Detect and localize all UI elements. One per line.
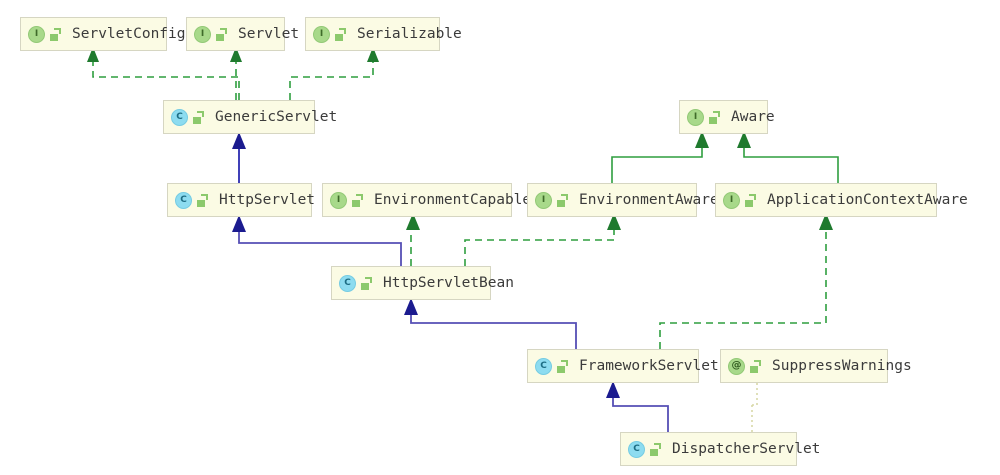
edge-genericservlet-implements-servletconfig — [87, 47, 240, 100]
edge-environmentaware-extends-aware — [611, 131, 709, 183]
public-icon — [650, 442, 662, 456]
node-icon-group: C — [175, 191, 209, 209]
node-label: DispatcherServlet — [672, 441, 821, 457]
interface-icon: I — [687, 108, 704, 126]
node-icon-group: I — [28, 25, 62, 43]
public-icon — [557, 359, 569, 373]
node-icon-group: I — [194, 25, 228, 43]
node-httpservletbean[interactable]: C HttpServletBean — [331, 266, 514, 300]
node-environmentcapable[interactable]: I EnvironmentCapable — [322, 183, 531, 217]
edge-httpservletbean-extends-httpservlet — [232, 215, 402, 266]
class-icon: C — [628, 440, 645, 458]
node-label: EnvironmentCapable — [374, 192, 532, 208]
node-environmentaware[interactable]: I EnvironmentAware — [527, 183, 719, 217]
node-icon-group: C — [171, 108, 205, 126]
class-icon: C — [339, 274, 356, 292]
class-icon: C — [535, 357, 552, 375]
class-icon: C — [175, 191, 192, 209]
interface-icon: I — [723, 191, 740, 209]
node-label: EnvironmentAware — [579, 192, 719, 208]
node-label: HttpServlet — [219, 192, 316, 208]
node-applicationcontextaware[interactable]: I ApplicationContextAware — [715, 183, 968, 217]
node-label: Aware — [731, 109, 775, 125]
node-dispatcherservlet[interactable]: C DispatcherServlet — [620, 432, 820, 466]
public-icon — [745, 193, 757, 207]
node-label: Serializable — [357, 26, 462, 42]
edge-httpservlet-extends-genericservlet — [232, 132, 246, 183]
node-label: HttpServletBean — [383, 275, 514, 291]
edge-dispatcherservlet-extends-frameworkservlet — [606, 381, 669, 432]
node-suppresswarnings[interactable]: @ SuppressWarnings — [720, 349, 912, 383]
node-icon-group: C — [535, 357, 569, 375]
node-icon-group: I — [535, 191, 569, 209]
node-label: SuppressWarnings — [772, 358, 912, 374]
edge-httpservletbean-implements-environmentcapable — [406, 213, 420, 266]
public-icon — [50, 27, 62, 41]
node-frameworkservlet[interactable]: C FrameworkServlet — [527, 349, 719, 383]
interface-icon: I — [313, 25, 330, 43]
node-serializable[interactable]: I Serializable — [305, 17, 462, 51]
edge-dispatcherservlet-annotated-suppresswarnings — [751, 383, 758, 432]
edge-genericservlet-implements-serializable — [289, 47, 379, 100]
node-httpservlet[interactable]: C HttpServlet — [167, 183, 316, 217]
node-label: ApplicationContextAware — [767, 192, 968, 208]
node-label: GenericServlet — [215, 109, 338, 125]
public-icon — [193, 110, 205, 124]
node-icon-group: I — [723, 191, 757, 209]
node-icon-group: I — [687, 108, 721, 126]
node-genericservlet[interactable]: C GenericServlet — [163, 100, 337, 134]
annotation-icon: @ — [728, 357, 745, 375]
node-icon-group: C — [339, 274, 373, 292]
edge-frameworkservlet-implements-applicationcontextaware — [659, 213, 833, 349]
node-servlet[interactable]: I Servlet — [186, 17, 299, 51]
node-label: Servlet — [238, 26, 300, 42]
node-label: ServletConfig — [72, 26, 186, 42]
public-icon — [216, 27, 228, 41]
interface-icon: I — [28, 25, 45, 43]
class-icon: C — [171, 108, 188, 126]
node-icon-group: I — [330, 191, 364, 209]
public-icon — [557, 193, 569, 207]
node-icon-group: @ — [728, 357, 762, 375]
public-icon — [352, 193, 364, 207]
node-icon-group: C — [628, 440, 662, 458]
edge-frameworkservlet-extends-httpservletbean — [404, 298, 577, 349]
node-label: FrameworkServlet — [579, 358, 719, 374]
public-icon — [197, 193, 209, 207]
edge-applicationcontextaware-extends-aware — [737, 131, 839, 183]
public-icon — [335, 27, 347, 41]
interface-icon: I — [330, 191, 347, 209]
node-icon-group: I — [313, 25, 347, 43]
edge-genericservlet-implements-servlet — [230, 47, 242, 100]
interface-icon: I — [535, 191, 552, 209]
interface-icon: I — [194, 25, 211, 43]
edge-httpservletbean-implements-environmentaware — [464, 213, 621, 266]
node-aware[interactable]: I Aware — [679, 100, 775, 134]
public-icon — [709, 110, 721, 124]
public-icon — [750, 359, 762, 373]
public-icon — [361, 276, 373, 290]
node-servletconfig[interactable]: I ServletConfig — [20, 17, 186, 51]
